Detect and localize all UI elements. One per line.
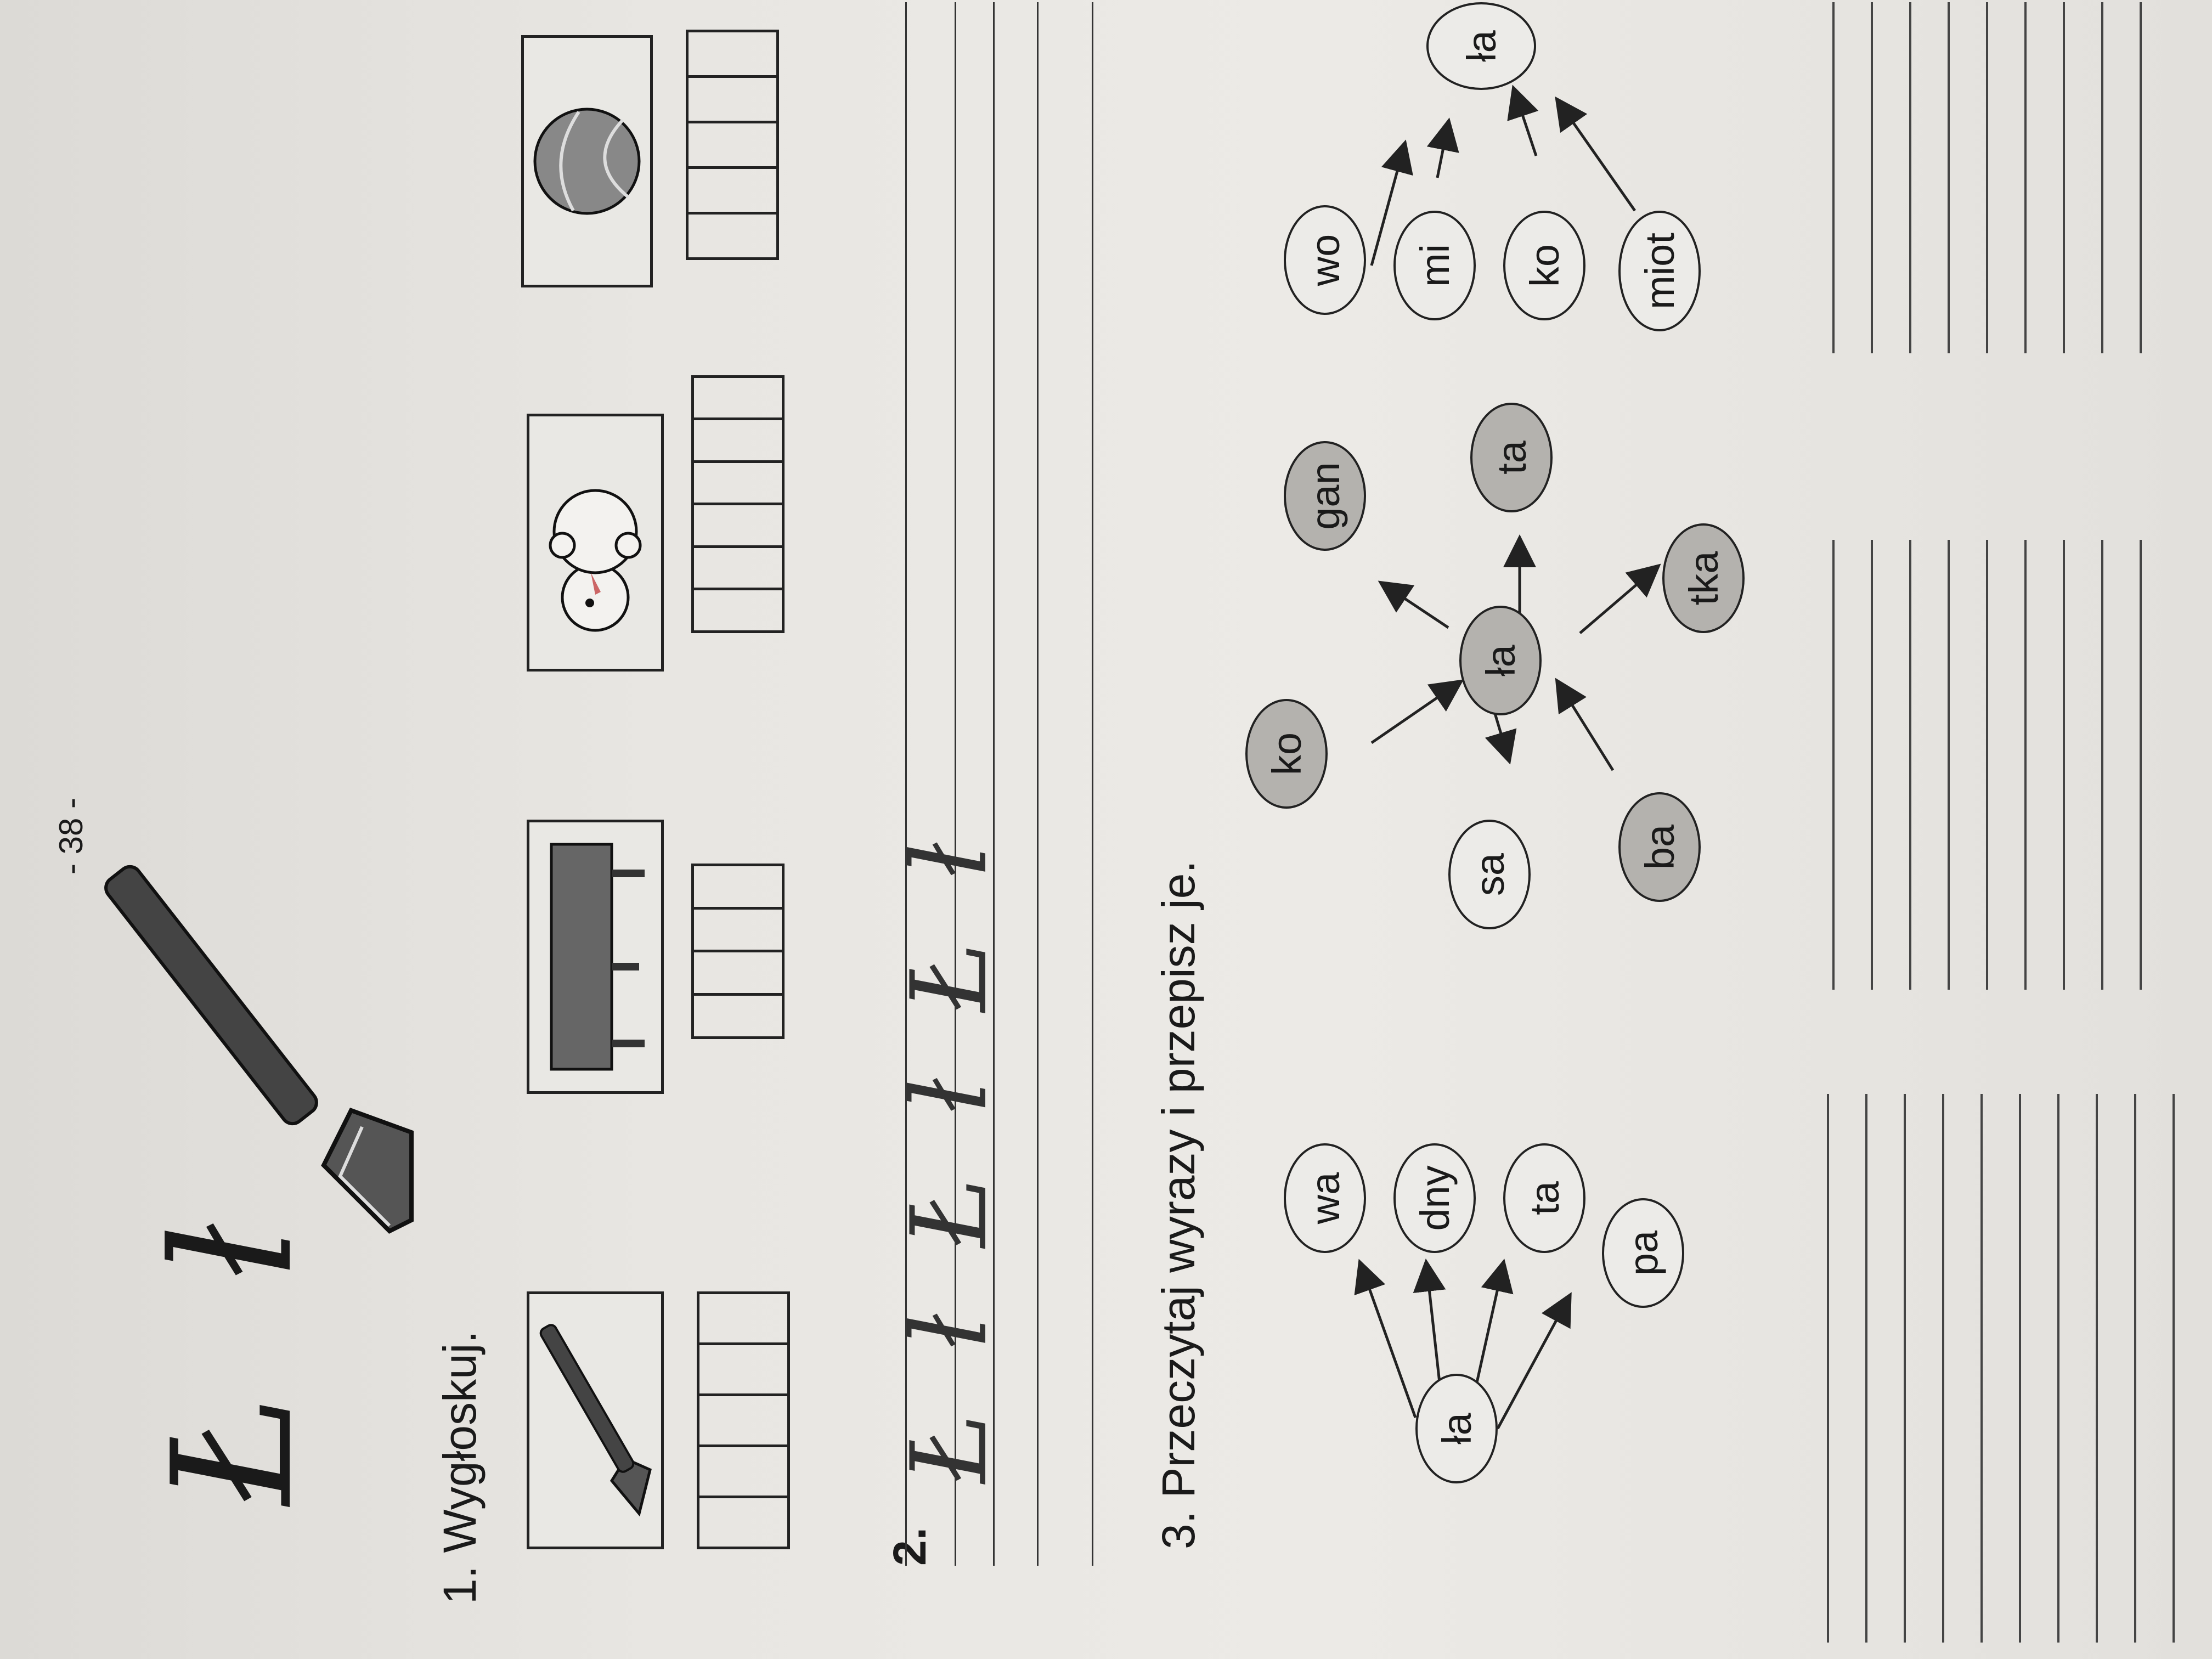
ball-icon	[533, 108, 641, 215]
bench-icon	[550, 843, 645, 1071]
g2-bubble-gan: gan	[1284, 441, 1366, 551]
picture-box-ball	[521, 35, 653, 287]
letter-boxes-shovel[interactable]	[697, 1291, 790, 1549]
g3-bubble-wo: wo	[1284, 205, 1366, 315]
arrow-g2-ba	[1555, 678, 1615, 771]
g2-bubble-tka: tka	[1662, 523, 1745, 633]
g2-bubble-ta: ta	[1470, 403, 1553, 512]
g3-center-bubble: ła	[1426, 2, 1536, 90]
g2-bubble-ba: ba	[1618, 792, 1701, 902]
arrow-g3-ko	[1507, 84, 1539, 156]
arrow-g2-ko	[1370, 679, 1464, 744]
g3-bubble-mi: mi	[1393, 211, 1476, 320]
arrow-g3-mi	[1426, 117, 1459, 178]
picture-box-snowman	[527, 414, 664, 672]
exercise2-title: 2.	[884, 1527, 935, 1566]
g3-bubble-ko: ko	[1503, 211, 1585, 320]
g2-bubble-sa: sa	[1448, 820, 1531, 929]
shovel-icon	[539, 1324, 652, 1517]
picture-box-bench	[527, 820, 664, 1094]
g3-bubble-miot: miot	[1618, 211, 1701, 331]
picture-box-shovel	[527, 1291, 664, 1549]
arrow-g2-gan	[1378, 580, 1449, 629]
writing-line-top	[905, 2, 907, 1566]
letter-boxes-snowman[interactable]	[691, 375, 785, 633]
arrow-g2-tka	[1579, 563, 1661, 634]
exercise3-title: 3. Przeczytaj wyrazy i przepisz je.	[1153, 860, 1204, 1549]
snowman-icon	[549, 489, 642, 632]
letter-boxes-ball[interactable]	[686, 30, 779, 260]
g2-bubble-ko: ko	[1245, 699, 1328, 809]
letter-boxes-bench[interactable]	[691, 864, 785, 1039]
g1-bubble-ta: ta	[1503, 1143, 1585, 1253]
g1-bubble-dny: dny	[1393, 1143, 1476, 1253]
writing-line-base	[1037, 2, 1039, 1566]
arrow-g1-pa	[1496, 1292, 1572, 1430]
trace-letters: Ł ł Ł ł Ł ł	[889, 826, 1010, 1483]
g1-bubble-pa: pa	[1602, 1198, 1684, 1308]
writing-line-mid-upper	[955, 2, 956, 1566]
arrow-g3-miot	[1555, 96, 1637, 212]
g1-center-bubble: ła	[1415, 1374, 1498, 1483]
exercise1-title: 1. Wygłoskuj.	[434, 1330, 486, 1604]
shovel-illustration-icon	[104, 865, 414, 1234]
writing-line-bottom	[1092, 2, 1093, 1566]
arrow-g1-wa	[1354, 1259, 1417, 1418]
g2-center-bubble: ła	[1459, 606, 1542, 715]
writing-line-mid-lower	[993, 2, 995, 1566]
arrow-g3-wo	[1370, 139, 1413, 266]
g1-bubble-wa: wa	[1284, 1143, 1366, 1253]
